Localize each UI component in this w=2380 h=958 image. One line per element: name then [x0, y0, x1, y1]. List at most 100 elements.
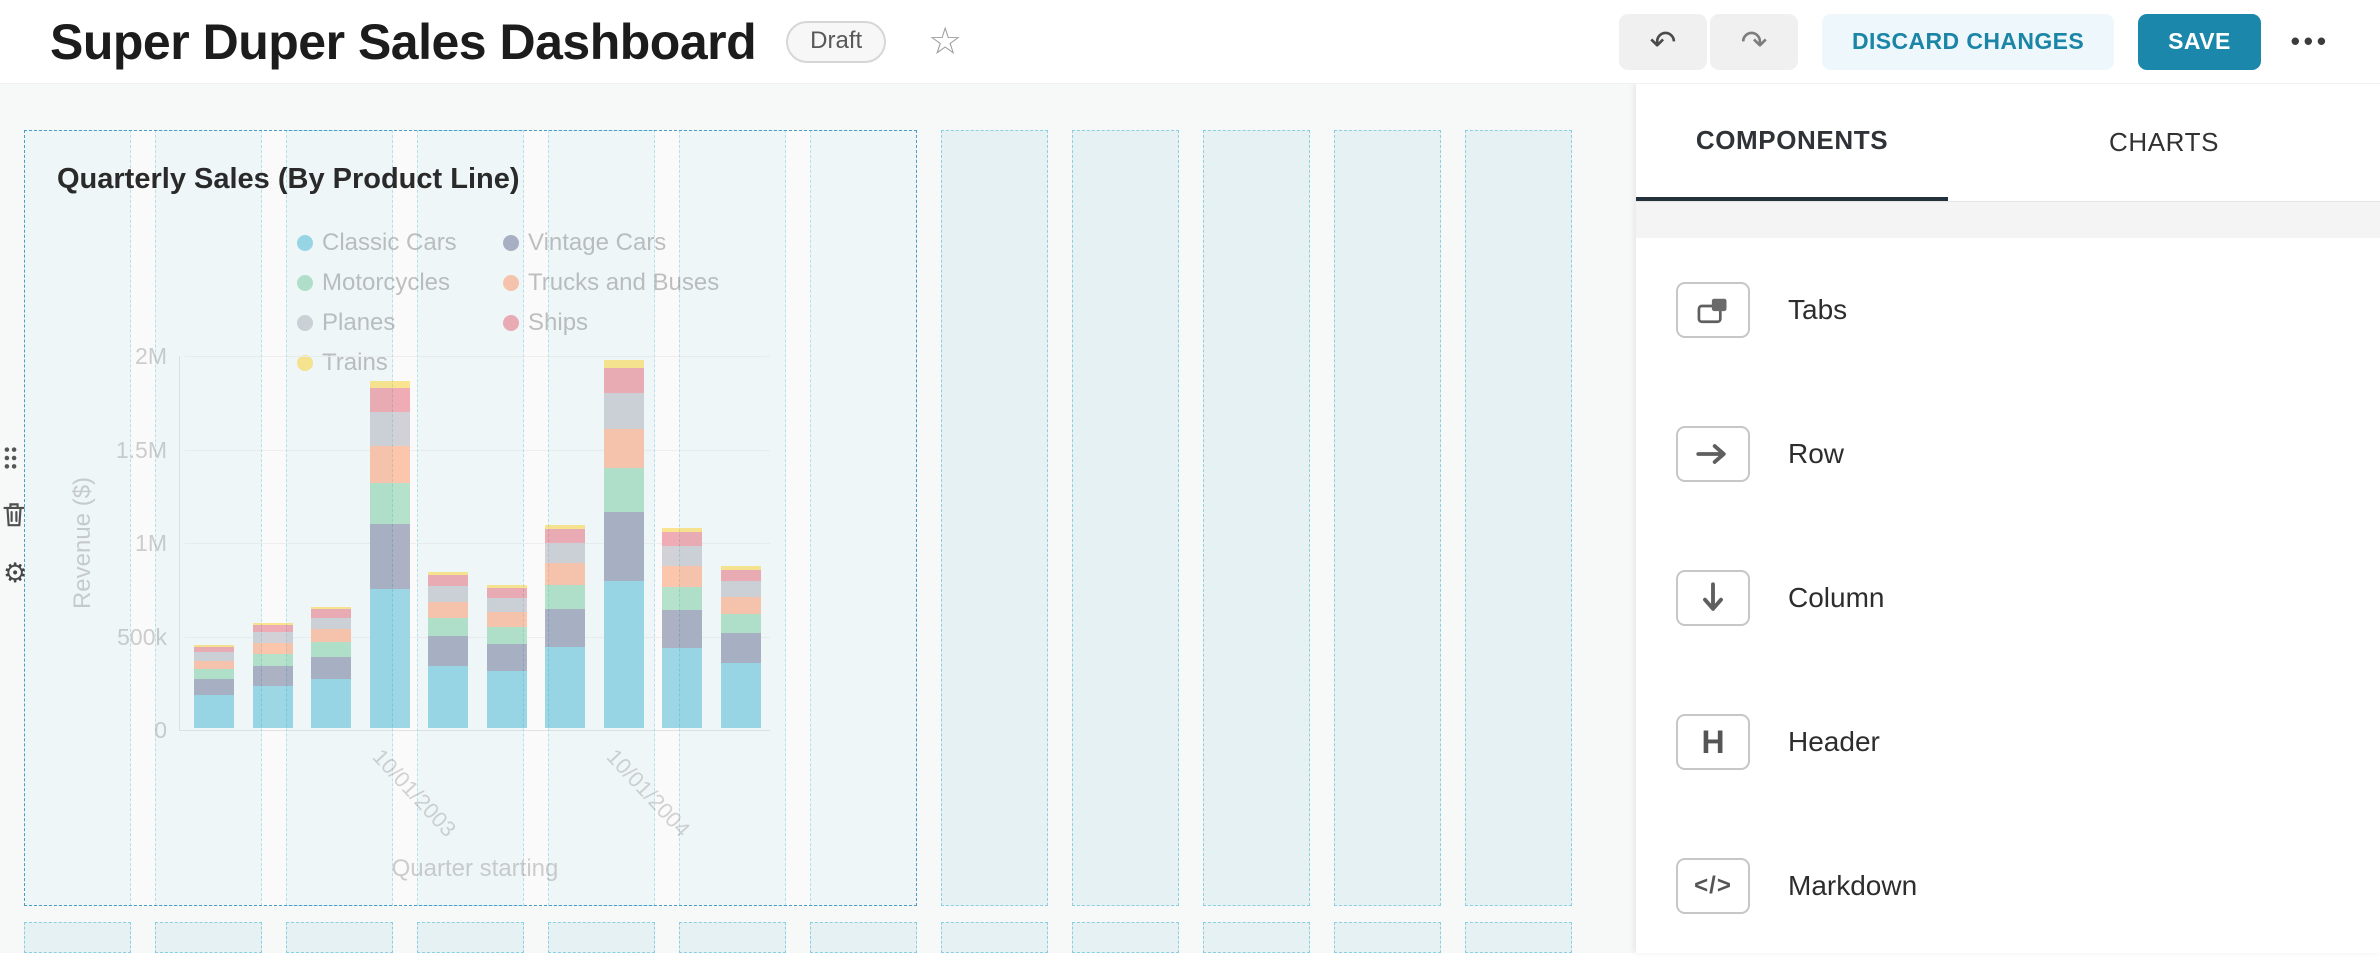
x-axis-line	[179, 730, 770, 731]
grid-column	[679, 130, 786, 906]
component-item-row[interactable]: Row	[1636, 382, 2380, 526]
stacked-bar	[252, 622, 293, 728]
save-button[interactable]: SAVE	[2138, 13, 2261, 70]
grid-column	[155, 922, 262, 953]
tab-charts[interactable]: CHARTS	[2108, 127, 2220, 157]
bar-segment	[486, 644, 527, 671]
arrow-down-icon	[1676, 570, 1750, 626]
bar-segment	[369, 380, 410, 388]
grid-column	[941, 922, 1048, 953]
row-controls: ⚙	[3, 446, 27, 587]
undo-redo-group: ↶ ↷	[1618, 13, 1798, 70]
bar-segment	[662, 528, 703, 533]
bar-segment	[428, 636, 469, 666]
legend-swatch	[297, 355, 313, 371]
grid-column	[810, 922, 917, 953]
bar-segment	[603, 429, 644, 469]
bar-segment	[486, 627, 527, 645]
redo-button[interactable]: ↷	[1709, 13, 1798, 70]
grid-column	[941, 130, 1048, 906]
redo-icon: ↷	[1740, 23, 1768, 60]
legend-label: Vintage Cars	[528, 229, 667, 256]
grid-column	[1072, 922, 1179, 953]
bar-segment	[545, 646, 586, 728]
header-actions: ↶ ↷ DISCARD CHANGES SAVE •••	[1618, 13, 2336, 70]
grid-column	[24, 922, 131, 953]
grid-column	[286, 922, 393, 953]
bar-segment	[486, 587, 527, 598]
x-tick-label: 10/01/2004	[601, 744, 695, 842]
bar-segment	[486, 585, 527, 588]
bar-segment	[428, 586, 469, 602]
bar-segment	[252, 685, 293, 728]
legend-item: Classic Cars	[297, 229, 503, 257]
header-icon: H	[1676, 714, 1750, 770]
bar-segment	[428, 572, 469, 576]
stacked-bar	[311, 606, 352, 728]
bar-segment	[369, 588, 410, 728]
grid-overlay-row	[24, 130, 1572, 906]
bar-segment	[545, 584, 586, 609]
component-list: Tabs Row Column H Header	[1636, 238, 2380, 958]
sidebar-tabs: COMPONENTS CHARTS	[1636, 84, 2380, 202]
bar-segment	[369, 387, 410, 412]
bar-segment	[720, 663, 761, 728]
bar-segment	[369, 446, 410, 484]
bar-segment	[720, 569, 761, 581]
component-item-tabs[interactable]: Tabs	[1636, 238, 2380, 382]
legend-item: Trucks and Buses	[503, 269, 719, 297]
undo-button[interactable]: ↶	[1618, 13, 1707, 70]
bar-segment	[603, 360, 644, 368]
legend-item: Ships	[503, 309, 719, 337]
component-item-header[interactable]: H Header	[1636, 670, 2380, 814]
discard-changes-button[interactable]: DISCARD CHANGES	[1821, 13, 2115, 70]
stacked-bar	[603, 360, 644, 728]
status-badge: Draft	[786, 20, 887, 63]
bar-segment	[486, 597, 527, 613]
bar-segment	[311, 642, 352, 657]
bar-segment	[428, 618, 469, 637]
stacked-bar	[720, 566, 761, 728]
grid-column	[24, 130, 131, 906]
bar-segment	[369, 483, 410, 524]
component-label: Row	[1788, 438, 1845, 469]
delete-row-icon[interactable]	[3, 502, 25, 529]
bar-segment	[252, 632, 293, 643]
component-item-markdown[interactable]: </> Markdown	[1636, 814, 2380, 958]
bar-segment	[252, 625, 293, 633]
component-item-column[interactable]: Column	[1636, 526, 2380, 670]
header-glyph: H	[1701, 723, 1725, 760]
y-tick-label: 2M	[135, 343, 167, 369]
bar-segment	[428, 665, 469, 728]
favorite-star-icon[interactable]: ☆	[922, 22, 968, 62]
grid-column	[155, 130, 262, 906]
grid-column	[548, 130, 655, 906]
gridline	[185, 356, 770, 357]
stacked-bar	[369, 380, 410, 728]
grid-column	[1072, 130, 1179, 906]
bar-segment	[603, 392, 644, 430]
more-options-icon[interactable]: •••	[2285, 25, 2336, 58]
tabs-icon	[1676, 282, 1750, 338]
row-settings-icon[interactable]: ⚙	[3, 559, 27, 587]
sidebar-scroll-gutter	[1636, 202, 2380, 238]
grid-column	[417, 130, 524, 906]
grid-overlay-next-row	[24, 922, 1572, 953]
bar-segment	[662, 545, 703, 566]
bar-segment	[662, 610, 703, 648]
bar-segment	[545, 563, 586, 585]
tab-components[interactable]: COMPONENTS	[1636, 84, 1948, 201]
legend-swatch	[503, 235, 519, 251]
drag-handle-icon[interactable]	[3, 446, 18, 472]
component-label: Markdown	[1788, 870, 1918, 901]
bar-segment	[662, 565, 703, 588]
markdown-icon: </>	[1676, 858, 1750, 914]
y-axis-line	[179, 356, 180, 730]
markdown-glyph: </>	[1694, 872, 1732, 899]
legend-swatch	[297, 235, 313, 251]
legend-label: Classic Cars	[322, 229, 457, 256]
